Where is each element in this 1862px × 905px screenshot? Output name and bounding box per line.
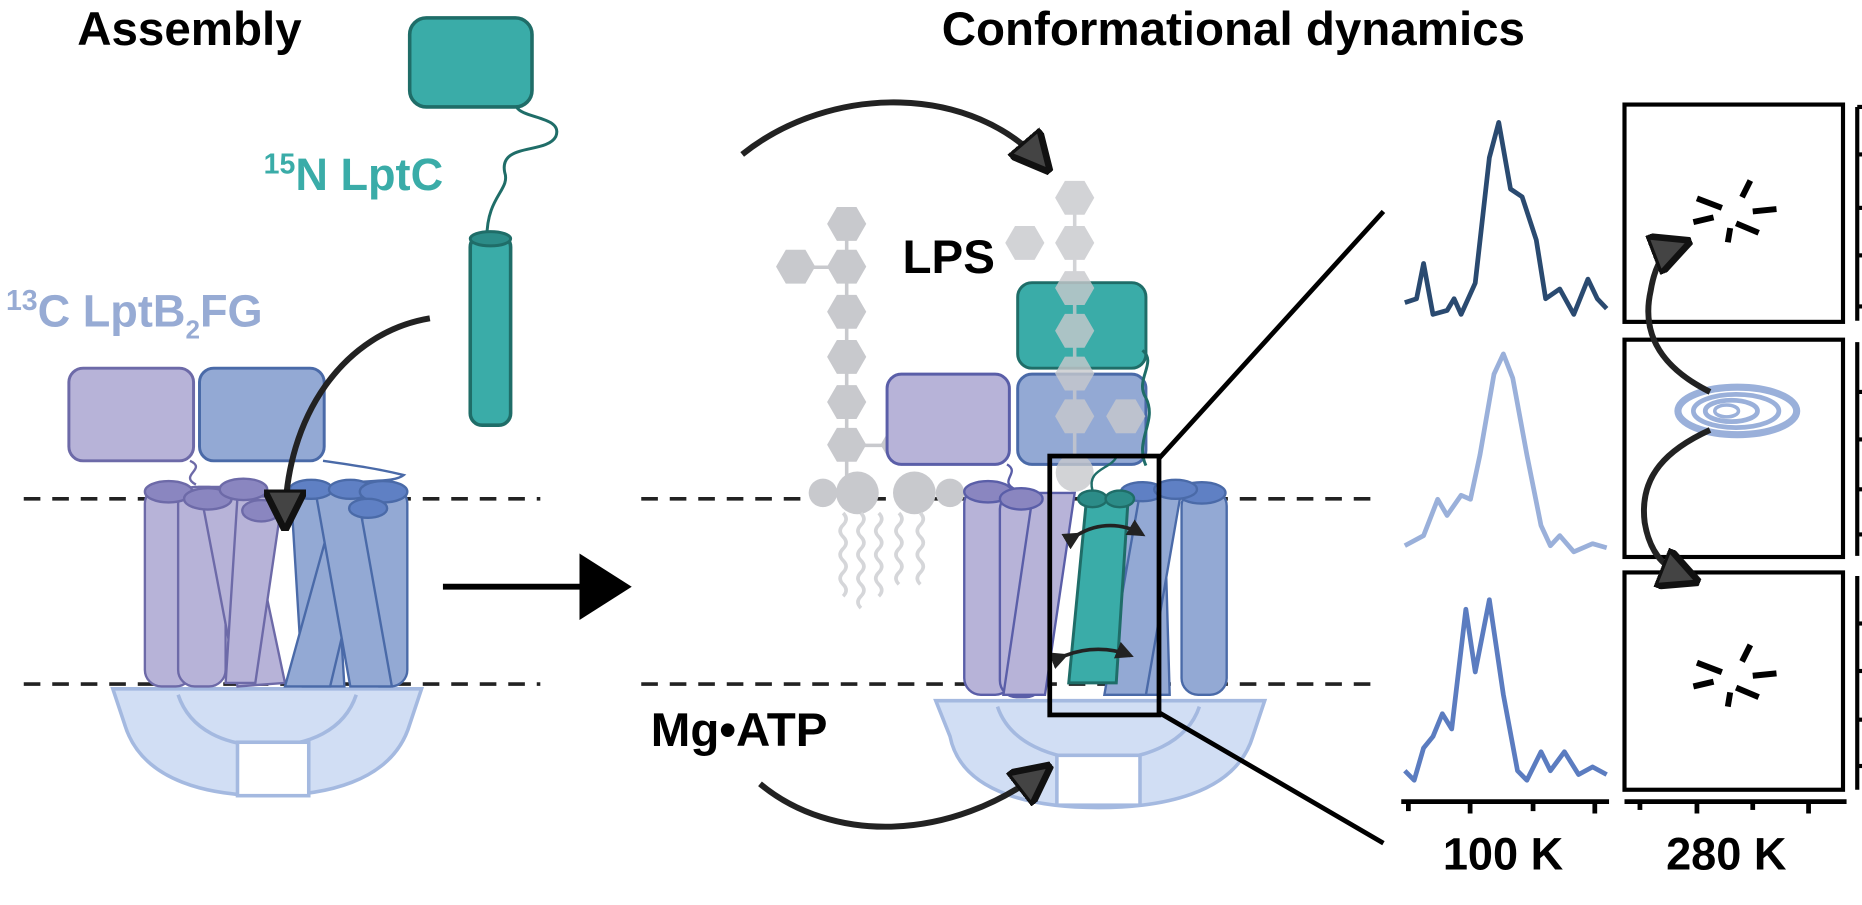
lptc-linker [485,105,559,238]
zoom-line-bottom [1157,710,1385,846]
lps-bound [1005,180,1146,492]
spectrum-100k-state-2 [1403,351,1608,555]
spectra-280k [1622,102,1862,792]
label-lptb2fg: 13C LptB2FG [6,285,263,345]
heading-dynamics: Conformational dynamics [942,3,1525,56]
lptf-periplasmic-domain [67,366,196,463]
complex-lptf-tm-helices [963,479,1077,699]
complex-lptc-tm-helix [1048,456,1146,685]
lptb-cleft [235,740,311,798]
lptf-tm-helices [143,477,287,688]
no-signal-icon-bottom [1692,643,1777,708]
panel-280k-bottom [1622,570,1846,792]
label-mg-atp: Mg•ATP [651,704,828,757]
exchange-arrow-up [1648,244,1712,395]
zoom-line-top [1157,209,1386,461]
panel-280k-middle [1622,337,1846,560]
lps-free [776,206,965,610]
process-arrow-head [579,553,632,620]
axis-100k-ticks [1406,801,1598,814]
complex-lptb-cleft [1055,753,1142,807]
right-axis [1855,104,1862,790]
lptg-tm-helices [283,478,409,688]
label-lptc: 15N LptC [264,148,444,200]
lptg-periplasmic-domain [198,366,326,463]
atp-binding-arrow [758,770,1045,830]
complex-lptf-domain [885,372,1011,466]
axis-280k-ticks [1637,801,1811,814]
exchange-arrow-down [1640,427,1712,580]
insertion-arrow [285,315,431,522]
panel-280k-top [1622,102,1846,324]
rotation-arrow-top [1061,519,1146,550]
assembly-panel: 15N LptC 13C LptB2FG [6,16,632,798]
lps-binding-arrow [740,99,1045,166]
contour-peak [1674,383,1801,439]
no-signal-icon-top [1692,179,1777,243]
dynamics-panel: LPS [641,99,1386,846]
spectra-100k [1403,119,1609,783]
lptc-helix-cap [468,230,513,248]
label-lps: LPS [903,231,995,284]
zoom-box [1047,453,1162,718]
label-280k: 280 K [1666,828,1787,879]
spectrum-100k-state-1 [1404,119,1609,317]
lptc-free [407,16,559,427]
lptc-tm-helix [468,233,513,427]
rotation-arrow-bottom [1048,641,1134,670]
heading-assembly: Assembly [77,3,302,56]
lptc-periplasmic-domain [407,16,534,109]
label-100k: 100 K [1443,828,1564,879]
spectrum-100k-state-3 [1403,597,1608,783]
